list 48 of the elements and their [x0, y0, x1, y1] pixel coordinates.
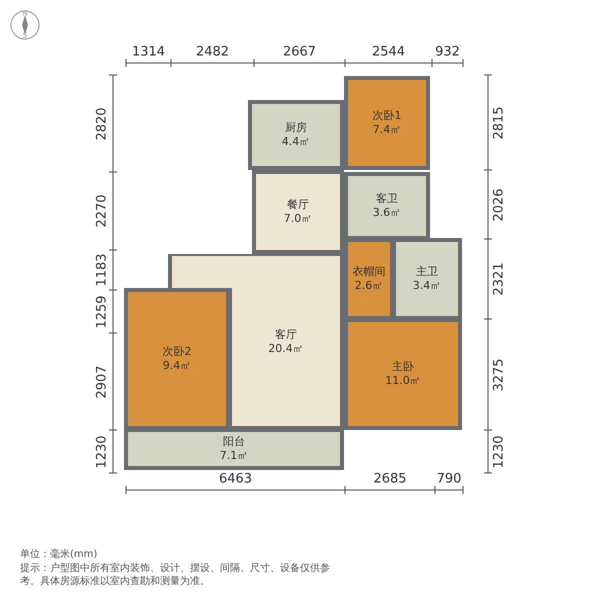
room-name: 主卫: [416, 264, 438, 279]
room-area: 7.4㎡: [372, 123, 402, 138]
balcony-room: [124, 428, 344, 470]
room-area: 11.0㎡: [385, 374, 421, 388]
room-name: 餐厅: [287, 198, 309, 212]
room-name: 阳台: [223, 434, 245, 449]
room-name: 客卫: [376, 192, 398, 206]
closet-room: [344, 238, 394, 320]
dimension-label: 2907: [94, 364, 111, 398]
dimension-label: 2321: [492, 262, 508, 296]
dimension-label: 2270: [94, 194, 111, 228]
note-text: 提示：户型图中所有室内装饰、设计、摆设、间隔、尺寸、设备仅供参考。具体房源标准以室内查勘和测量为准。: [20, 562, 331, 588]
dimension-label: 2482: [196, 44, 230, 62]
bedroom-room: [344, 76, 430, 170]
room-area: 9.4㎡: [162, 359, 192, 374]
dimension-label: 2815: [492, 106, 508, 140]
room-area: 3.6㎡: [372, 206, 402, 220]
dimension-label: 3275: [492, 358, 508, 392]
room-area: 4.4㎡: [282, 135, 310, 150]
room-name: 厨房: [285, 120, 307, 135]
room-area: 2.6㎡: [354, 279, 384, 294]
dimension-label: 932: [435, 44, 460, 62]
bathroom-room: [392, 238, 462, 320]
room-area: 7.1㎡: [220, 449, 248, 464]
room-area: 7.0㎡: [284, 212, 312, 226]
bathroom-room: [344, 172, 430, 240]
dimension-label: 1230: [94, 434, 111, 468]
room-name: 主卧: [392, 360, 414, 374]
room-name: 次卧2: [162, 344, 192, 359]
room-name: 次卧1: [372, 108, 402, 123]
dimension-label: 2544: [372, 44, 406, 62]
room-name: 客厅: [275, 328, 297, 342]
dimension-label: 2685: [373, 472, 407, 488]
dimension-label: 1230: [492, 434, 508, 468]
dimension-label: 2667: [282, 44, 316, 62]
bedroom-room: [124, 288, 230, 430]
dimension-label: 790: [436, 472, 462, 488]
dimension-label: 1259: [94, 294, 111, 328]
dimension-label: 1314: [132, 44, 166, 62]
dimension-label: 2820: [94, 106, 111, 140]
room-area: 20.4㎡: [268, 342, 304, 356]
room-name: 衣帽间: [352, 264, 386, 279]
note-text: 单位：毫米(mm): [20, 548, 98, 561]
dimension-label: 1183: [94, 253, 111, 287]
dimension-label: 2026: [492, 188, 508, 222]
room-area: 3.4㎡: [412, 279, 442, 294]
dimension-label: 6463: [218, 472, 252, 488]
bedroom-room: [344, 318, 462, 430]
